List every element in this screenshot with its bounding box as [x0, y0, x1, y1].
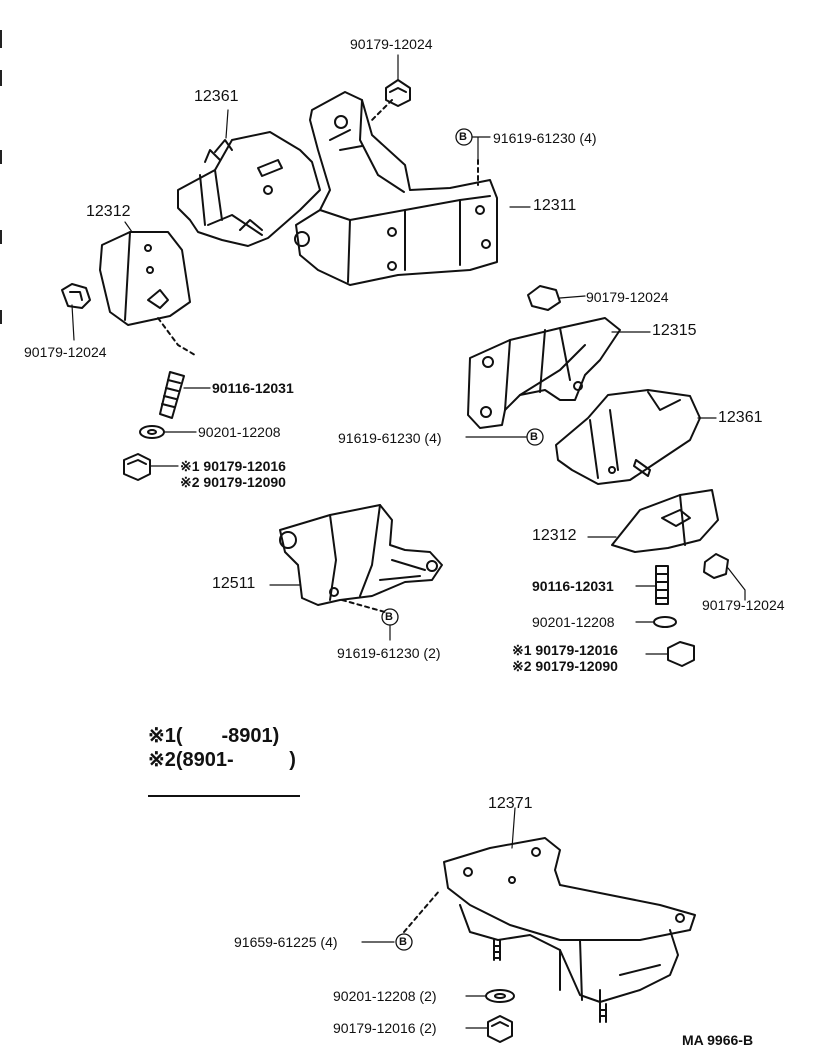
part-label-12311: 12311: [533, 197, 577, 214]
part-label-91619-61230: 91619-61230 (4): [338, 430, 442, 446]
bolt-marker-label: B: [399, 936, 407, 948]
part-label-90116-12031: 90116-12031: [212, 380, 294, 396]
bracket-12511: [279, 504, 443, 606]
bracket-12315: [467, 317, 621, 429]
insulator-12312-left: [99, 231, 191, 326]
part-label-91659-61225: 91659-61225 (4): [234, 934, 338, 950]
stud-right: [655, 565, 669, 605]
nut-right-top: [527, 285, 561, 311]
note-range: ( -8901): [175, 725, 280, 747]
nut-right: [703, 553, 729, 579]
note-marker: ※1: [148, 725, 176, 747]
part-label-90201-12208: 90201-12208: [532, 614, 615, 630]
bolt-marker-label: B: [459, 131, 467, 143]
part-label-90179-12016: 90179-12016 (2): [333, 1020, 437, 1036]
catalog-number: MA 9966-B: [682, 1032, 754, 1048]
insulator-12361-top: [177, 131, 321, 247]
nut-right-lower: [667, 641, 695, 667]
mount-12371: [443, 837, 696, 1023]
part-label-91619-61230: 91619-61230 (4): [493, 130, 597, 146]
leader-lines: [71, 54, 746, 1029]
insulator-12361-right: [555, 389, 701, 485]
scan-mark: [0, 70, 2, 86]
bolt-marker-label: B: [385, 611, 393, 623]
part-label-90179-12024: 90179-12024: [350, 36, 433, 52]
nut-left: [61, 283, 91, 309]
note-range: (8901- ): [175, 749, 296, 771]
part-label-90179-12016: ※1 90179-12016: [180, 458, 286, 474]
part-label-90179-12016: ※1 90179-12016: [512, 642, 618, 658]
part-label-90179-12090: ※2 90179-12090: [180, 474, 286, 490]
note-underline: [148, 795, 300, 797]
part-label-90179-12024: 90179-12024: [586, 289, 669, 305]
note-applicability-2: ※2(8901- ): [148, 748, 296, 772]
part-label-91619-61230: 91619-61230 (2): [337, 645, 441, 661]
part-label-12361: 12361: [718, 409, 763, 426]
nut-left-lower: [123, 453, 151, 481]
part-label-12315: 12315: [652, 322, 697, 339]
insulator-12312-right: [611, 489, 719, 553]
scan-mark: [0, 150, 2, 164]
scan-mark: [0, 310, 2, 324]
note-marker: ※2: [148, 749, 176, 771]
scan-mark: [0, 30, 2, 48]
part-label-12371: 12371: [488, 795, 533, 812]
note-applicability-1: ※1( -8901): [148, 724, 279, 748]
stud-left: [159, 371, 185, 419]
part-label-12361: 12361: [194, 88, 239, 105]
part-label-12312: 12312: [86, 203, 131, 220]
part-label-90179-12090: ※2 90179-12090: [512, 658, 618, 674]
bracket-12311: [294, 91, 498, 286]
bolt-marker-label: B: [530, 431, 538, 443]
part-label-90179-12024: 90179-12024: [702, 597, 785, 613]
part-label-90116-12031: 90116-12031: [532, 578, 614, 594]
bolt-markers: [381, 128, 544, 951]
nut-bottom: [487, 1015, 513, 1043]
part-label-12511: 12511: [212, 575, 256, 592]
part-label-12312: 12312: [532, 527, 577, 544]
part-label-90179-12024: 90179-12024: [24, 344, 107, 360]
part-label-90201-12208: 90201-12208: [198, 424, 281, 440]
scan-mark: [0, 230, 2, 244]
part-label-90201-12208: 90201-12208 (2): [333, 988, 437, 1004]
